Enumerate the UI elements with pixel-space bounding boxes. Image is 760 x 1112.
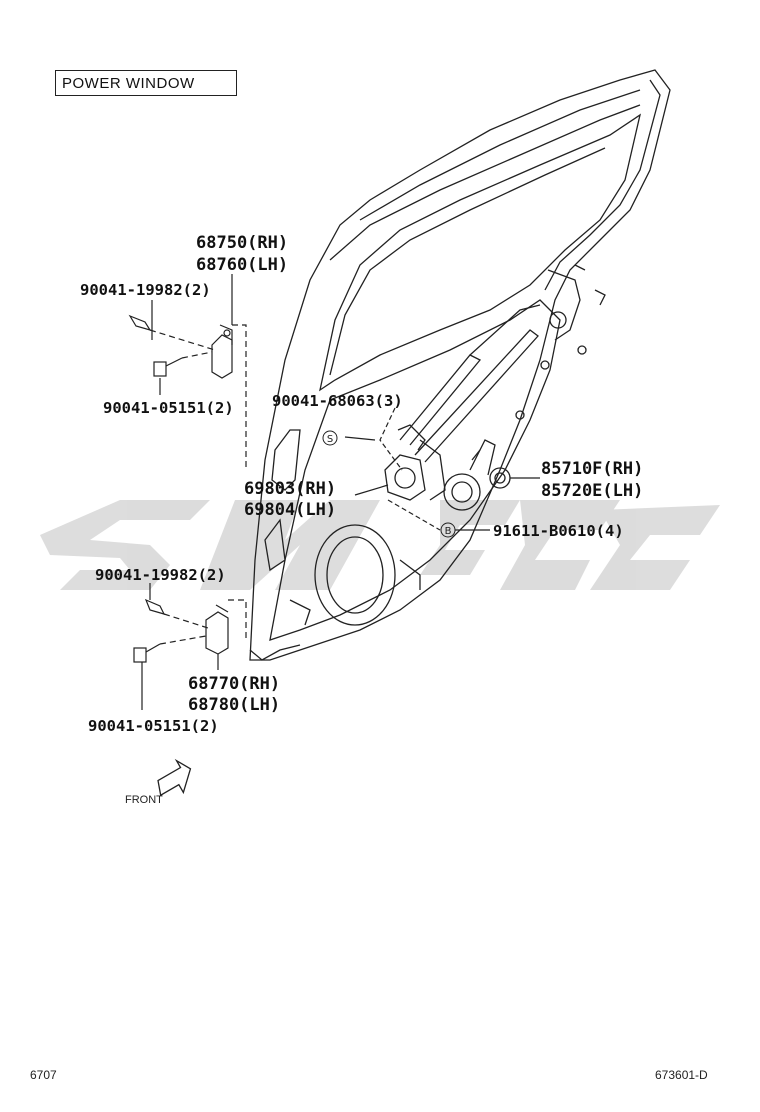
part-label-68780: 68780(LH)	[188, 695, 281, 715]
part-label-85710f: 85710F(RH)	[541, 459, 644, 479]
section-title: POWER WINDOW	[55, 70, 237, 96]
callout-s: S	[327, 434, 333, 445]
part-label-90041-05151-lower: 90041-05151(2)	[88, 717, 219, 735]
part-label-90041-19982-lower: 90041-19982(2)	[95, 566, 226, 584]
hinges	[128, 274, 540, 710]
part-label-91611-b0610: 91611-B0610(4)	[493, 522, 624, 540]
door-outline	[249, 69, 671, 661]
footer-figure-code: 673601-D	[655, 1068, 708, 1082]
part-label-69803: 69803(RH)	[244, 479, 337, 499]
part-label-68750: 68750(RH)	[196, 233, 289, 253]
part-label-69804: 69804(LH)	[244, 500, 337, 520]
part-label-90041-19982-upper: 90041-19982(2)	[80, 281, 211, 299]
part-label-68760: 68760(LH)	[196, 255, 289, 275]
part-label-90041-05151-upper: 90041-05151(2)	[103, 399, 234, 417]
watermark-logo	[40, 500, 720, 590]
front-arrow-icon	[157, 758, 192, 797]
part-label-68770: 68770(RH)	[188, 674, 281, 694]
callout-markers	[322, 430, 456, 538]
callout-b: B	[445, 526, 452, 537]
front-label: FRONT	[125, 794, 163, 806]
part-label-90041-68063: 90041-68063(3)	[272, 392, 403, 410]
part-label-85720e: 85720E(LH)	[541, 481, 644, 501]
footer-page-number: 6707	[30, 1068, 57, 1082]
